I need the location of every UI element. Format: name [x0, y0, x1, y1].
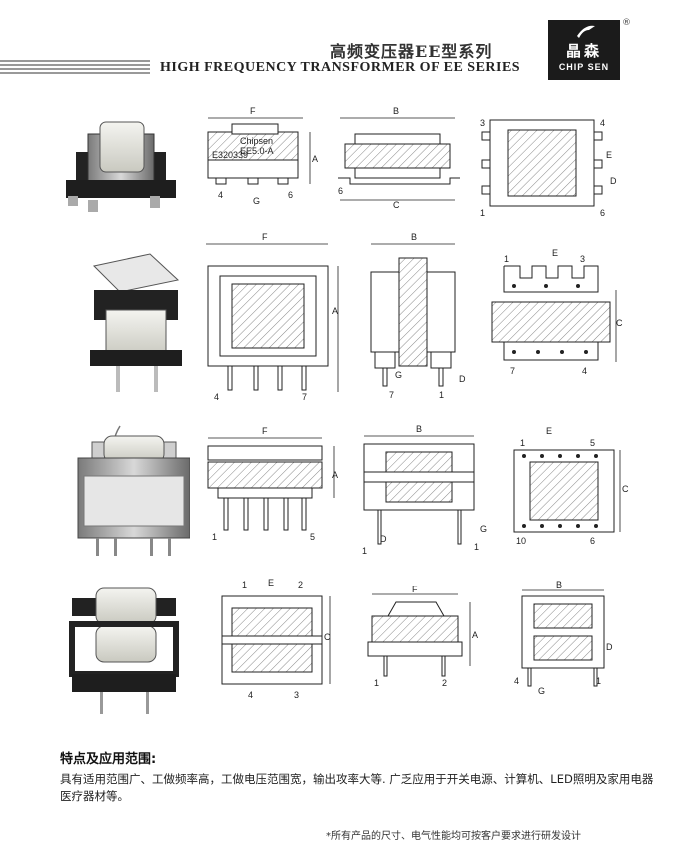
pin-label: 4 — [582, 366, 587, 376]
dim-label-e: E — [606, 150, 612, 160]
dim-label-c: C — [622, 484, 629, 494]
pin-label: 1 — [362, 546, 367, 556]
bottom-view-drawing-1: 3 4 1 6 E D — [480, 118, 617, 218]
pin-label: 7 — [389, 390, 394, 400]
bottom-view-drawing-2: E 1 3 7 4 C — [491, 248, 623, 376]
marking-text: Chipsen — [240, 136, 273, 146]
pin-label: 4 — [248, 690, 253, 700]
dim-label-a: A — [332, 306, 338, 316]
pin-label: 4 — [218, 190, 223, 200]
cert-text: E320339 — [212, 150, 248, 160]
page-title-cn: 高频变压器EE型系列 — [330, 42, 493, 61]
registered-mark: ® — [622, 18, 631, 28]
header-stripe — [0, 60, 150, 74]
dim-label-c: C — [616, 318, 623, 328]
front-view-drawing-3: F A 1 5 — [207, 426, 338, 542]
dim-label-a: A — [312, 154, 318, 164]
dim-label-g: G — [538, 686, 545, 696]
pin-label: 2 — [442, 678, 447, 688]
dim-label-a: A — [472, 630, 478, 640]
pin-label: 3 — [294, 690, 299, 700]
dim-label-b: B — [393, 106, 399, 116]
dim-label-g: G — [480, 524, 487, 534]
side-view-drawing-4: F A 1 2 — [367, 586, 478, 688]
product-photo-4 — [69, 587, 179, 714]
pin-label: 7 — [510, 366, 515, 376]
bottom-view-drawing-4: B 4 G 1 D — [514, 580, 613, 696]
side-view-drawing-2: B G 7 1 D — [370, 232, 466, 400]
pin-label: 1 — [212, 532, 217, 542]
dim-label-b: B — [411, 232, 417, 242]
front-view-drawing-4: 1 E 2 C 4 3 — [221, 578, 331, 700]
pin-label: 2 — [298, 580, 303, 590]
page-title-en: HIGH FREQUENCY TRANSFORMER OF EE SERIES — [160, 60, 521, 75]
dim-label-d: D — [606, 642, 613, 652]
pin-label: 1 — [480, 208, 485, 218]
product-photo-1 — [66, 121, 176, 212]
product-row-4: 1 E 2 C 4 3 F A 1 2 B 4 G 1 D — [0, 576, 680, 726]
dim-label-f: F — [262, 426, 268, 436]
pin-label: 1 — [474, 542, 479, 552]
side-view-drawing-3: B D G 1 1 — [362, 424, 487, 556]
dim-label-a: A — [332, 470, 338, 480]
dim-label-b: B — [556, 580, 562, 590]
pin-label: 1 — [520, 438, 525, 448]
logo-text-en: CHIP SEN — [558, 62, 610, 72]
dim-label-d: D — [610, 176, 617, 186]
pin-label: 7 — [302, 392, 307, 402]
product-row-2: F A 4 7 B G 7 1 D E 1 3 7 4 — [0, 232, 680, 407]
dim-label-d: D — [459, 374, 466, 384]
pin-label: 10 — [516, 536, 526, 546]
product-photo-3 — [77, 425, 190, 556]
product-row-3: F A 1 5 B D G 1 1 E 1 5 10 6 — [0, 422, 680, 572]
logo-swoosh-icon — [577, 25, 595, 38]
dim-label-c: C — [393, 200, 400, 210]
front-view-drawing-2: F A 4 7 — [206, 232, 339, 402]
features-body: 具有适用范围广、工做频率高，工做电压范围宽，输出攻率大等. 广乏应用于开关电源、… — [60, 772, 654, 803]
footnote: *所有产品的尺寸、电气性能均可按客户要求进行研发设计 — [326, 831, 581, 842]
pin-label: 6 — [288, 190, 293, 200]
dim-label-f: F — [412, 586, 418, 594]
dim-label-f: F — [250, 106, 256, 116]
dim-label-f: F — [262, 232, 268, 242]
front-view-drawing-1: F Chipsen EE5.0-A E320339 A 4 G 6 — [207, 106, 318, 206]
pin-label: 1 — [242, 580, 247, 590]
dim-label-c: C — [324, 632, 331, 642]
bottom-view-drawing-3: E 1 5 10 6 C — [513, 426, 629, 546]
model-text: EE5.0-A — [240, 146, 274, 156]
dim-label-b: B — [416, 424, 422, 434]
pin-label: 4 — [514, 676, 519, 686]
dim-label-g: G — [395, 370, 402, 380]
features-title: 特点及应用范围: — [60, 752, 157, 767]
pin-label: 6 — [600, 208, 605, 218]
dim-label-e: E — [268, 578, 274, 588]
dim-label-g: G — [253, 196, 260, 206]
page-header: 高频变压器EE型系列 HIGH FREQUENCY TRANSFORMER OF… — [0, 0, 680, 82]
pin-label: 4 — [600, 118, 605, 128]
dim-label-e: E — [546, 426, 552, 436]
pin-label: 1 — [374, 678, 379, 688]
pin-label: 3 — [480, 118, 485, 128]
dim-label-e: E — [552, 248, 558, 258]
pin-label: 6 — [338, 186, 343, 196]
pin-label: 6 — [590, 536, 595, 546]
features-section: 特点及应用范围: 具有适用范围广、工做频率高，工做电压范围宽，输出攻率大等. 广… — [60, 748, 660, 805]
pin-label: 3 — [580, 254, 585, 264]
product-row-1: F Chipsen EE5.0-A E320339 A 4 G 6 B 6 C — [0, 100, 680, 230]
pin-label: 4 — [214, 392, 219, 402]
dim-label-d: D — [380, 534, 387, 544]
pin-label: 1 — [439, 390, 444, 400]
pin-label: 5 — [590, 438, 595, 448]
side-view-drawing-1: B 6 C — [338, 106, 460, 210]
product-photo-2 — [90, 253, 182, 392]
logo-text-cn: 晶森 — [565, 42, 602, 60]
pin-label: 1 — [504, 254, 509, 264]
pin-label: 5 — [310, 532, 315, 542]
pin-label: 1 — [596, 676, 601, 686]
